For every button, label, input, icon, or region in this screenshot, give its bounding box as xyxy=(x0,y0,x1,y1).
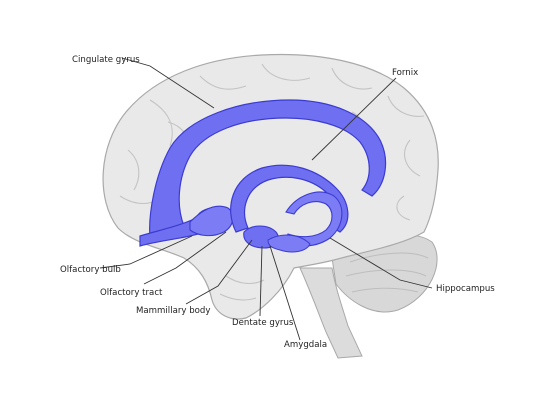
label-hippocampus: Hippocampus xyxy=(436,284,495,294)
label-mammillary-body: Mammillary body xyxy=(136,306,210,316)
label-olfactory-tract: Olfactory tract xyxy=(100,288,163,298)
leader-mammillary-body xyxy=(185,239,253,305)
label-amygdala: Amygdala xyxy=(284,340,327,350)
leader-lines xyxy=(99,57,433,341)
leader-fornix xyxy=(311,77,397,161)
fornix-inner-shape xyxy=(283,191,343,247)
cerebellum-folia xyxy=(345,252,429,293)
leader-cingulate-gyrus xyxy=(121,57,215,109)
label-olfactory-bulb: Olfactory bulb xyxy=(60,265,121,275)
label-dentate-gyrus: Dentate gyrus xyxy=(232,318,294,328)
leader-olfactory-tract xyxy=(143,231,227,285)
leader-dentate-gyrus xyxy=(259,245,263,317)
label-fornix: Fornix xyxy=(392,68,418,78)
labels: Cingulate gyrus Fornix Olfactory bulb Ol… xyxy=(60,55,495,350)
leader-olfactory-bulb xyxy=(99,235,193,269)
fornix-shape xyxy=(230,164,349,233)
leader-hippocampus xyxy=(329,237,433,289)
leader-amygdala xyxy=(269,245,301,341)
brain-stem xyxy=(299,267,363,359)
cingulate-gyrus-shape xyxy=(149,99,387,239)
label-cingulate-gyrus: Cingulate gyrus xyxy=(72,55,140,65)
hippocampus-shape xyxy=(267,234,311,253)
limbic-system xyxy=(139,99,387,253)
